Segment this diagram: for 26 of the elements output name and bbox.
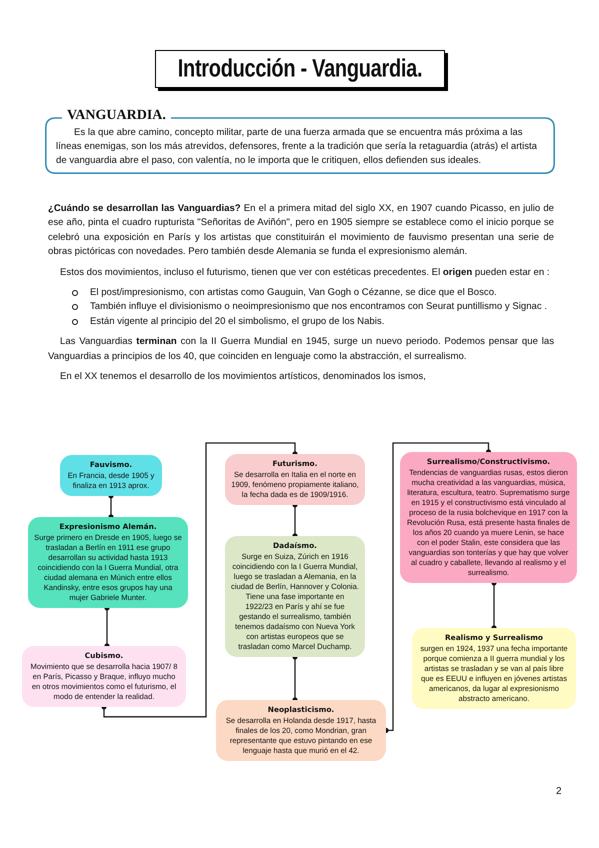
bullet-item: También influye el divisionismo o neoimpresionismo que nos encontramos con Seurat puntillismo y Signac . [90,300,548,314]
connector [491,580,497,631]
connector [108,493,114,520]
paragraph: Las Vanguardias terminan con la II Guerra Mundial en 1945, surge un nuevo periodo. Podemos pensar que las Vanguardias a principios de los 40, que coinciden en lenguaje como la abstracción, el surrealismo. [48,335,554,364]
bullet-item: El post/impresionismo, con artistas como Gauguin, Van Gogh o Cézanne, se dice que el Bosco. [90,286,497,300]
connector [292,502,298,539]
timeline-card [225,536,365,657]
paragraph: Estos dos movimientos, incluso el futurismo, tienen que ver con estéticas precedentes. El origen pueden estar en : [59,266,551,280]
paragraph: En el XX tenemos el desarrollo de los movimientos artísticos, denominados los ismos, [59,370,427,384]
panel-text: Es la que abre camino, concepto militar, parte de una fuerza armada que se encuentra más próxima a las líneas enemigas, son los más atrevidos, defensores, frente a la tradición que sería la retaguardia (atrás) el artista de vanguardia abre el paso, con valentía, no le importa que le critiquen, ellos defienden sus ideales. [56,126,538,168]
bullet-item: Están vigente al principio del 20 el simbolismo, el grupo de los Nabis. [90,314,384,329]
timeline-card [22,646,186,707]
connector [104,605,110,649]
connector [101,442,298,718]
timeline-card [225,454,365,505]
page-title: Introducción - Vanguardia. [178,54,422,84]
connector [292,654,298,703]
timeline-card [216,700,386,761]
page-number: 2 [556,786,562,797]
definition-panel [45,107,555,174]
timeline-card [412,628,576,709]
paragraph: ¿Cuándo se desarrollan las Vanguardias? En el a primera mitad del siglo XX, en 1907 cuando Picasso, en julio de ese año, pinta el cuadro rupturista "Señoritas de Aviñón", pero en 1905 siempre se establece como el inicio porque se celebró una exposición en París y los artistas que constituirán el movimiento de fauvismo presentan una serie de obras pictóricas con novedades. Pero también desde Alemania se funda el expresionismo alemán. [48,202,554,260]
timeline-card [28,517,188,608]
timeline-card [60,455,162,496]
panel-heading: VANGUARDIA. [67,108,166,125]
timeline-card [400,452,577,583]
